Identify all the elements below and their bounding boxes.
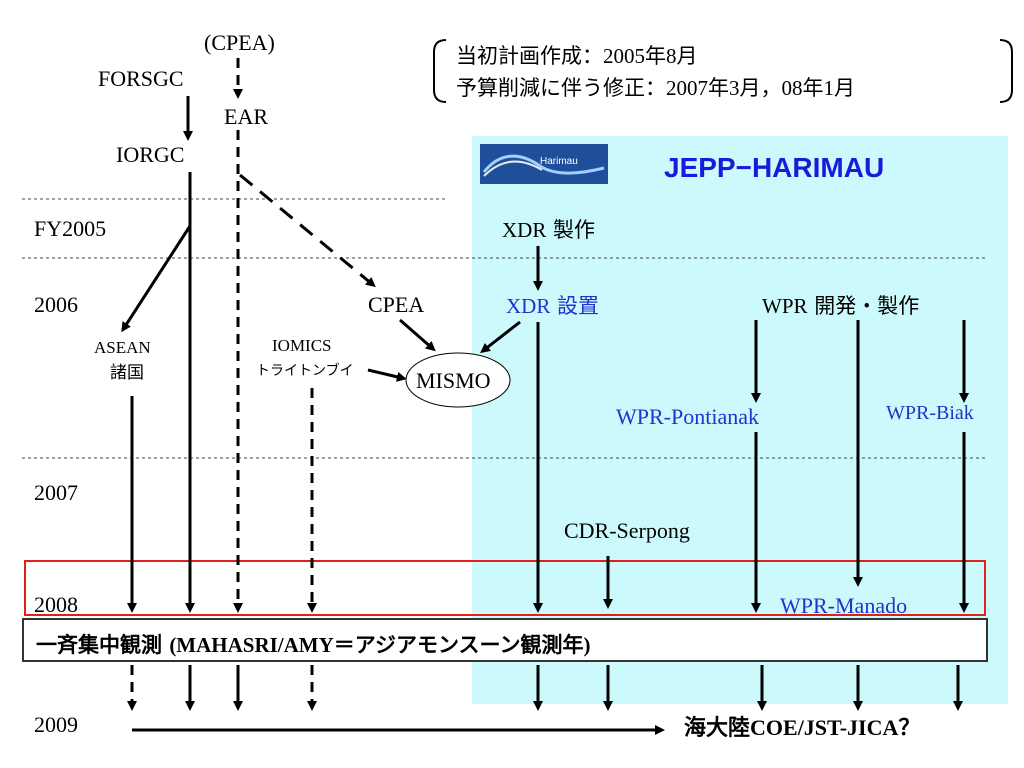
arrow-ear-cpea	[239, 173, 376, 288]
future-jp: 海大陸	[684, 716, 751, 741]
harimau-logo: Harimau	[480, 144, 608, 184]
future-latin: COE/JST-JICA？	[750, 715, 921, 740]
arrow-cpea-mismo	[399, 318, 436, 352]
node-asean: ASEAN	[94, 338, 151, 357]
node-mismo: MISMO	[416, 368, 491, 393]
observation-jp-prefix: 一斉集中観測	[36, 633, 170, 657]
node-iomics: IOMICS	[272, 336, 332, 355]
note-bracket-right	[999, 39, 1013, 103]
note-line-1-value: 2005年8月	[603, 44, 698, 68]
arrow-iorgc-asean	[121, 225, 192, 333]
node-forsgc: FORSGC	[98, 66, 184, 91]
year-2009: 2009	[34, 712, 78, 737]
observation-label: 一斉集中観測 (MAHASRI/AMY＝アジアモンスーン観測年)	[36, 629, 591, 659]
node-triton-buoy: トライトンブイ	[256, 363, 354, 379]
node-ear: EAR	[224, 104, 268, 129]
jepp-harimau-panel	[472, 136, 1008, 704]
node-wpr-pontianak: WPR-Pontianak	[616, 404, 759, 429]
note-line-2-value: 2007年3月，08年1月	[666, 76, 855, 100]
year-2007: 2007	[34, 480, 78, 505]
node-iorgc: IORGC	[116, 142, 185, 167]
year-2008: 2008	[34, 592, 78, 617]
mismo-ellipse	[405, 352, 511, 408]
note-line-1: 当初計画作成：2005年8月	[456, 40, 698, 70]
node-wpr-dev: WPR 開発・製作	[762, 294, 920, 318]
harimau-logo-text: Harimau	[540, 156, 578, 167]
observation-box: 一斉集中観測 (MAHASRI/AMY＝アジアモンスーン観測年)	[22, 618, 988, 662]
node-wpr-manado: WPR-Manado	[780, 593, 908, 618]
note-line-2-label: 予算削減に伴う修正：	[456, 76, 666, 100]
node-cpea-top: (CPEA)	[204, 30, 275, 55]
year-fy2005: FY2005	[34, 216, 107, 241]
node-asean-countries: 諸国	[110, 363, 144, 383]
year-2008-highlight	[24, 560, 986, 616]
node-wpr-biak: WPR-Biak	[886, 402, 974, 424]
observation-close: )	[583, 633, 591, 657]
note-line-2: 予算削減に伴う修正：2007年3月，08年1月	[456, 72, 855, 102]
node-xdr-make: XDR 製作	[502, 218, 596, 242]
arrow-iomics-mismo	[367, 368, 407, 382]
node-xdr-install: XDR 設置	[506, 294, 600, 318]
node-cpea: CPEA	[368, 292, 425, 317]
observation-jp-suffix: ＝アジアモンスーン観測年	[333, 633, 584, 657]
observation-latin: (MAHASRI/AMY	[169, 633, 334, 657]
year-2006: 2006	[34, 292, 78, 317]
future-label: 海大陸COE/JST-JICA？	[684, 710, 920, 742]
note-bracket-left	[433, 39, 447, 103]
note-line-1-label: 当初計画作成：	[456, 44, 603, 68]
project-title: JEPP−HARIMAU	[664, 152, 885, 183]
node-cdr-serpong: CDR-Serpong	[564, 518, 690, 543]
year-dividers	[22, 198, 985, 459]
arrow-xdr-mismo	[480, 320, 521, 354]
